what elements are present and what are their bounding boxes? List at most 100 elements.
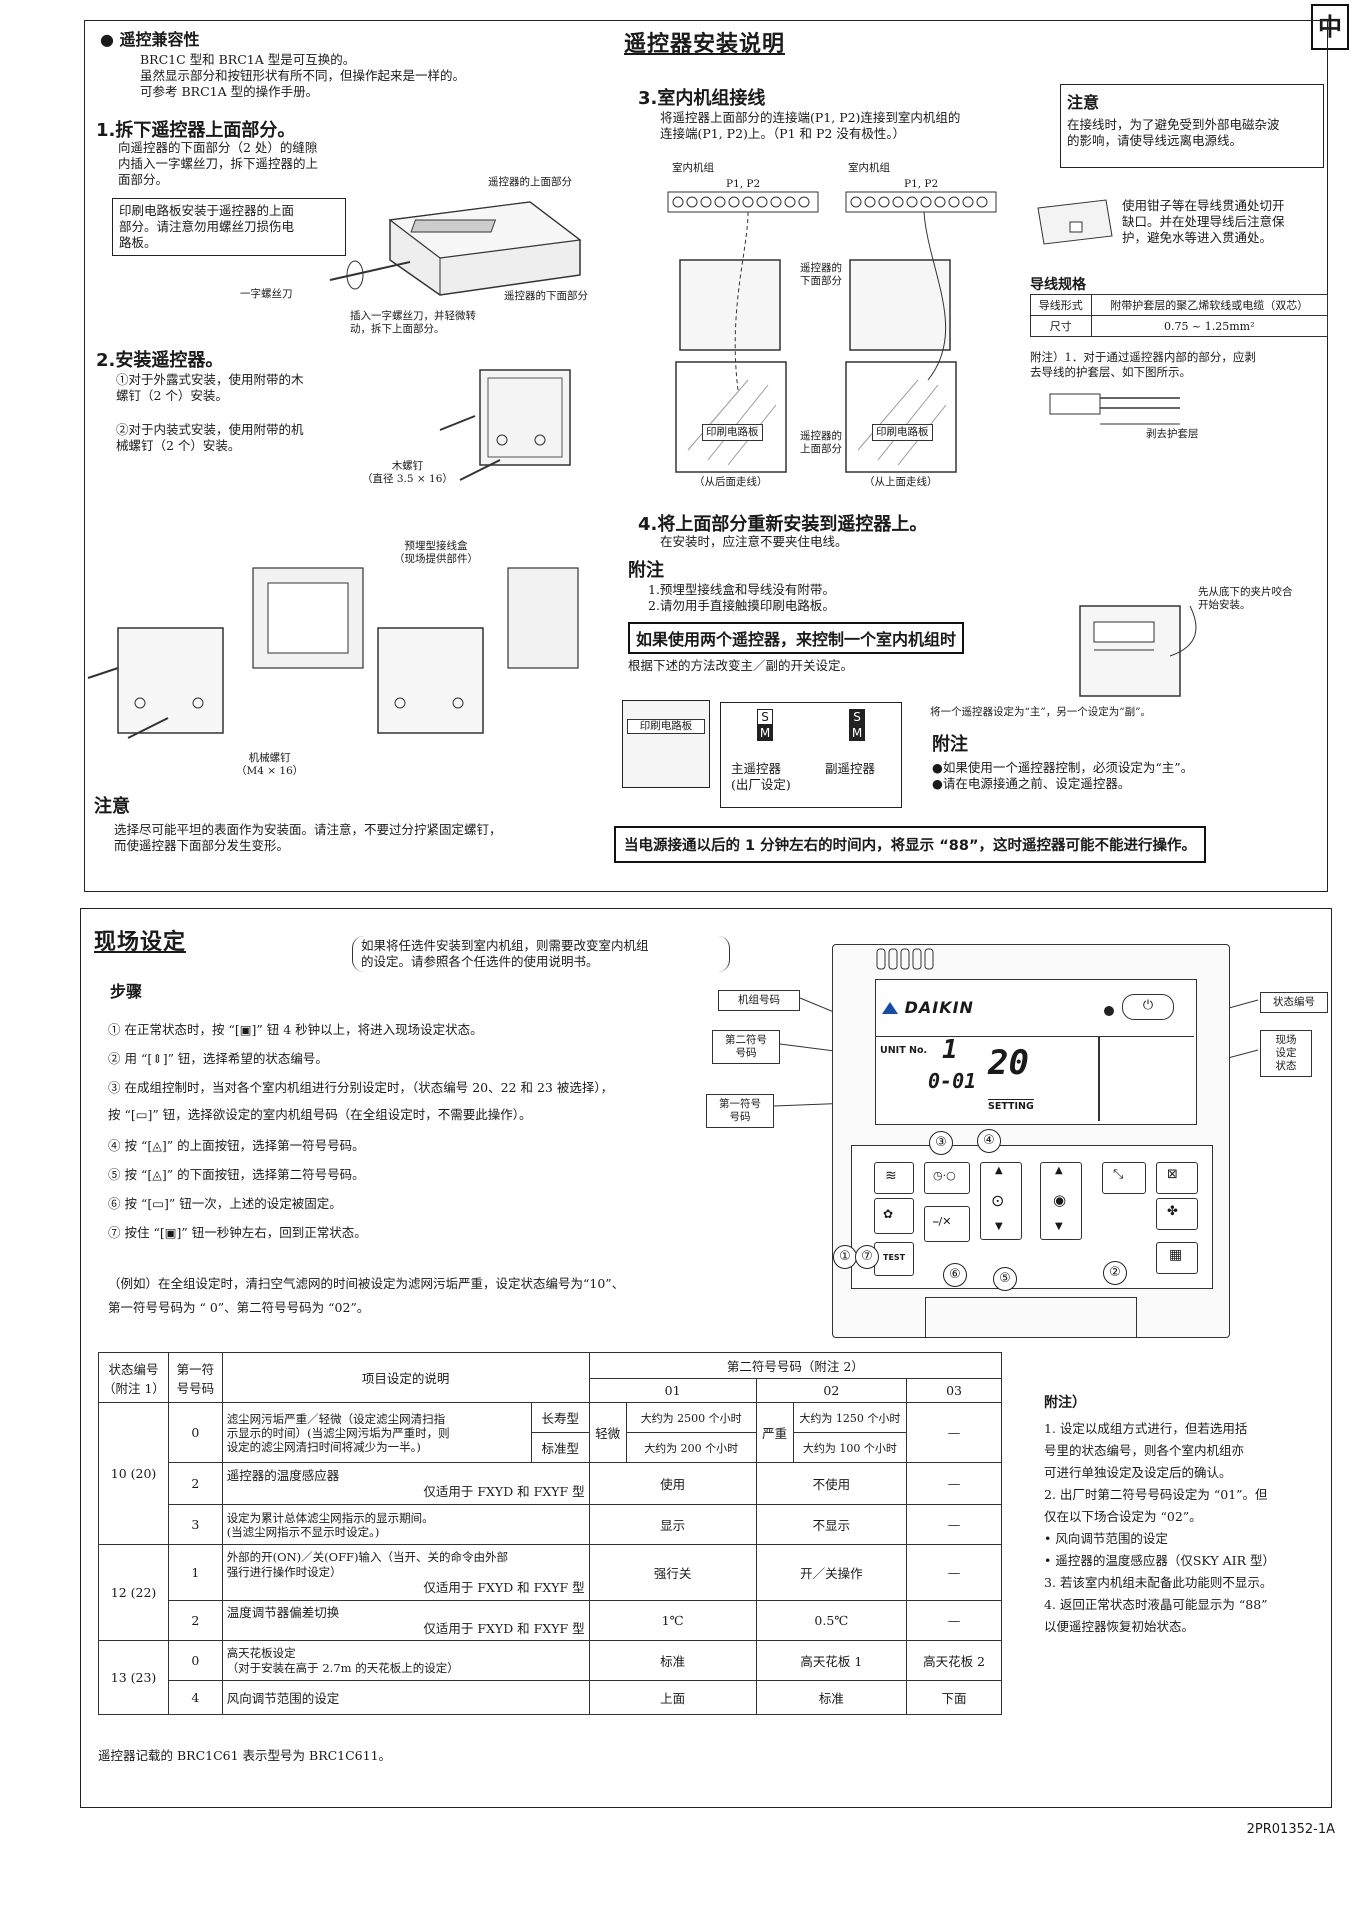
- cell-value: 下面: [906, 1680, 1002, 1715]
- th-desc: 项目设定的说明: [221, 1352, 590, 1403]
- strip-label: 剥去护套层: [1146, 428, 1199, 440]
- arrow-down-icon: ▼: [1055, 1221, 1063, 1232]
- step-item: ⑥ 按 “[▭]” 钮一次，上述的设定被固定。: [108, 1196, 342, 1211]
- install-title: 遥控器安装说明: [624, 32, 786, 57]
- cell-desc: 外部的开(ON)／关(OFF)输入（当开、关的命令由外部 强行进行操作时设定） …: [221, 1544, 590, 1601]
- lcd-screen: UNIT No. 1 0-01 20 SETTING: [876, 1035, 1194, 1123]
- status-led: [1104, 1006, 1114, 1016]
- table-footnote: 遥控器记载的 BRC1C61 表示型号为 BRC1C611。: [98, 1748, 392, 1763]
- test-button[interactable]: TEST: [874, 1242, 914, 1276]
- bullet-icon: ●: [100, 30, 114, 49]
- timer-onoff-button[interactable]: ⎯/✕: [924, 1206, 970, 1242]
- callout-second-code: 第二符号 号码: [712, 1030, 780, 1064]
- swing-button[interactable]: ⤡: [1102, 1162, 1146, 1194]
- lcd-setting: SETTING: [988, 1099, 1034, 1112]
- desc-only: 仅适用于 FXYD 和 FXYF 型: [423, 1483, 585, 1499]
- fan-speed-button[interactable]: ✤: [1156, 1198, 1198, 1230]
- wire-strip-drawing: [1049, 393, 1180, 425]
- marker-5: ⑤: [993, 1267, 1017, 1291]
- cell-value: 不使用: [755, 1462, 908, 1505]
- filter-reset-button[interactable]: ⊠: [1156, 1162, 1198, 1194]
- cell-value: —: [906, 1462, 1002, 1505]
- clock-icon: ⊙: [991, 1191, 1005, 1210]
- cell-state: 12 (22): [97, 1544, 170, 1641]
- cell-heavy: 严重: [755, 1402, 794, 1463]
- cell-value: 上面: [588, 1680, 757, 1715]
- marker-7: ⑦: [855, 1245, 879, 1269]
- timer-mode-button[interactable]: ◷·○: [924, 1162, 970, 1194]
- grid-icon: ▦: [1169, 1247, 1183, 1263]
- fuzhu2-title: 附注: [932, 734, 968, 755]
- wire-strip-note: 附注）1．对于通过遥控器内部的部分，应剥 去导线的护套层、如下图所示。: [1030, 350, 1256, 379]
- caution-left-body: 选择尽可能平坦的表面作为安装面。请注意，不要过分拧紧固定螺钉， 而使遥控器下面部…: [114, 822, 502, 853]
- cell-value: —: [906, 1402, 1002, 1463]
- cell-light: 轻微: [588, 1402, 627, 1463]
- airflow-icon: ✿: [883, 1207, 894, 1221]
- install-note-body: 在接线时，为了避免受到外部电磁杂波 的影响，请使导线远离电源线。: [1067, 117, 1280, 148]
- remote-removal-drawing: [329, 201, 582, 296]
- junction-box-label: 预埋型接线盒 （现场提供部件）: [394, 540, 478, 565]
- cell-value: 标准: [588, 1640, 757, 1681]
- th-first: 第一符 号号码: [168, 1352, 223, 1403]
- top-panel: [84, 20, 1328, 892]
- cell-code: 2: [168, 1462, 223, 1505]
- temp-adjust-button[interactable]: ▲ ◉ ▼: [1040, 1162, 1082, 1240]
- machine-screw-label: 机械螺钉 （M4 × 16）: [236, 752, 304, 777]
- step-item: ② 用 “[⇕]” 钮，选择希望的状态编号。: [108, 1051, 328, 1066]
- brand-text: DAIKIN: [904, 998, 974, 1017]
- lcd-code: 0-01: [928, 1069, 977, 1093]
- fan-mode-button[interactable]: ≋: [874, 1162, 914, 1194]
- cell-code: 1: [168, 1544, 223, 1601]
- lcd-unit-label: UNIT No.: [880, 1045, 928, 1056]
- label-screwdriver: 一字螺丝刀: [240, 288, 293, 300]
- cell-desc: 温度调节器偏差切换 仅适用于 FXYD 和 FXYF 型: [221, 1600, 590, 1641]
- cell-desc: 滤尘网污垢严重／轻微（设定滤尘网清扫指 示显示的时间）(当滤尘网污垢为严重时，则…: [221, 1402, 532, 1463]
- lcd-divider: [1098, 1037, 1100, 1121]
- lcd-state: 20: [988, 1043, 1029, 1083]
- main-switch-s: S: [757, 709, 773, 725]
- cell-value: —: [906, 1544, 1002, 1601]
- fan-speed-icon: ✤: [1167, 1204, 1178, 1219]
- cell-value: —: [906, 1600, 1002, 1641]
- upper-lbl-1: 遥控器的 下面部分: [800, 262, 842, 287]
- main-switch: S M: [757, 709, 773, 741]
- vent-slots: [876, 948, 934, 970]
- cell-value: 开／关操作: [755, 1544, 908, 1601]
- step-item: ① 在正常状态时，按 “[▣]” 钮 4 秒钟以上，将进入现场设定状态。: [108, 1022, 483, 1037]
- compat-title: 遥控兼容性: [119, 30, 200, 49]
- cell-value: 显示: [588, 1504, 757, 1545]
- cell-value: 大约为 1250 个小时: [792, 1402, 908, 1433]
- sub-rc-label: 副遥控器: [825, 761, 876, 776]
- fan-mode-icon: ≋: [885, 1168, 897, 1184]
- compat-section: ● 遥控兼容性 BRC1C 型和 BRC1A 型是可互换的。 虽然显示部分和按钮…: [100, 26, 580, 100]
- airflow-button[interactable]: ✿: [874, 1198, 914, 1234]
- callout-first-code: 第一符号 号码: [706, 1094, 774, 1128]
- time-adjust-button[interactable]: ▲ ⊙ ▼: [980, 1162, 1022, 1240]
- step1-body: 向遥控器的下面部分（2 处）的缝隙 内插入一字螺丝刀，拆下遥控器的上 面部分。: [118, 140, 319, 187]
- cell-desc: 风向调节范围的设定: [221, 1680, 590, 1715]
- label-lower-part: 遥控器的下面部分: [504, 290, 588, 302]
- grid-button[interactable]: ▦: [1156, 1242, 1198, 1274]
- desc-line: 外部的开(ON)／关(OFF)输入（当开、关的命令由外部 强行进行操作时设定）: [226, 1550, 509, 1579]
- thermometer-icon: ◉: [1053, 1191, 1067, 1209]
- sub-switch: S M: [849, 709, 865, 741]
- switch-area: S M S M 主遥控器 (出厂设定) 副遥控器: [720, 702, 902, 808]
- daikin-mark-icon: [882, 1002, 898, 1014]
- filter-icon: ⊠: [1167, 1167, 1178, 1182]
- sub-switch-s: S: [849, 709, 865, 725]
- desc-only: 仅适用于 FXYD 和 FXYF 型: [423, 1580, 585, 1595]
- step4-title: 4.将上面部分重新安装到遥控器上。: [638, 514, 928, 535]
- cell-code: 0: [168, 1640, 223, 1681]
- sub-switch-m: M: [849, 725, 865, 741]
- step4-body: 在安装时，应注意不要夹住电线。: [660, 534, 848, 549]
- cell-value: 0.5℃: [755, 1600, 908, 1641]
- label-upper-part: 遥控器的上面部分: [488, 176, 572, 188]
- cell-value: 高天花板 2: [906, 1640, 1002, 1681]
- step2-title: 2.安装遥控器。: [96, 350, 224, 371]
- compat-body: BRC1C 型和 BRC1A 型是可互换的。 虽然显示部分和按钮形状有所不同，但…: [140, 52, 466, 99]
- power-button[interactable]: ⏻: [1122, 994, 1174, 1020]
- marker-2: ②: [1103, 1261, 1127, 1285]
- desc-line: 温度调节器偏差切换: [226, 1604, 340, 1620]
- fuzhu-title: 附注: [628, 560, 664, 581]
- step1-warning: 印刷电路板安装于遥控器的上面 部分。请注意勿用螺丝刀损伤电 路板。: [112, 198, 346, 256]
